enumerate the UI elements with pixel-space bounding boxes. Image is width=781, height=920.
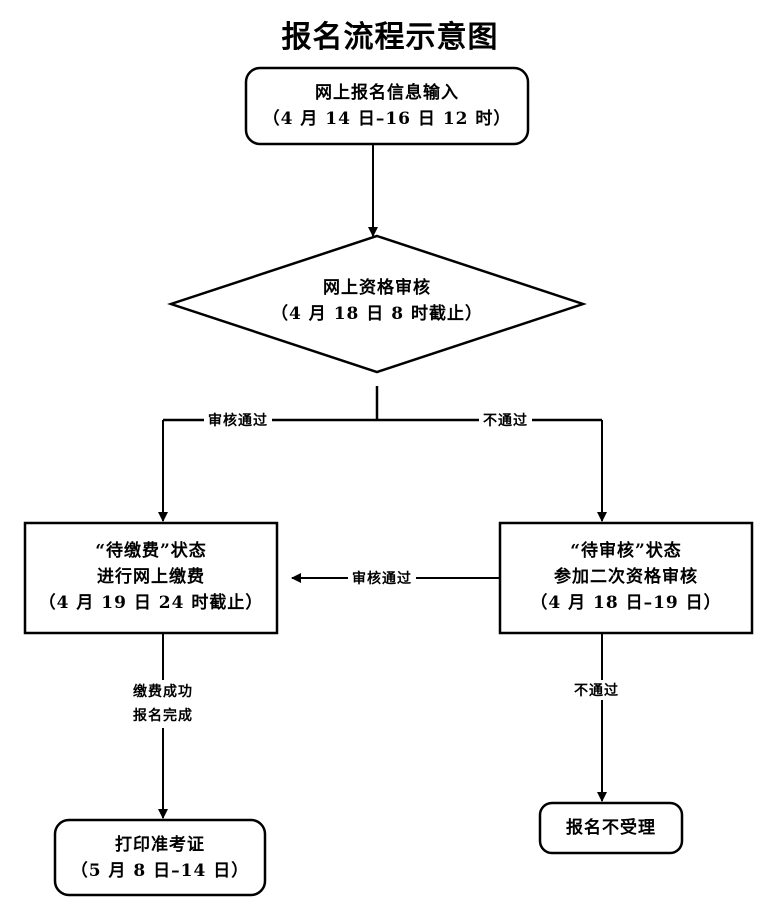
node-print-ticket-text: 打印准考证 （5 月 8 日–14 日） xyxy=(55,832,265,884)
node-pending-payment-box xyxy=(23,521,279,635)
node-pending-payment-text: “待缴费”状态 进行网上缴费 （4 月 19 日 24 时截止） xyxy=(25,538,277,616)
node-pending-review-line-3: （4 月 18 日–19 日） xyxy=(530,593,722,613)
node-print-ticket-box xyxy=(53,818,267,897)
node-online-input-line-2: （4 月 14 日–16 日 12 时） xyxy=(262,109,512,129)
edge-label-second-fail: 不通过 xyxy=(570,680,623,700)
edge-label-review-fail: 不通过 xyxy=(479,410,532,430)
node-online-review-line-1: 网上资格审核 xyxy=(323,278,431,298)
edge-label-payment-done: 缴费成功 报名完成 xyxy=(118,680,208,728)
node-rejected-box xyxy=(538,801,684,855)
node-pending-review-text: “待审核”状态 参加二次资格审核 （4 月 18 日–19 日） xyxy=(500,538,752,616)
node-online-review-diamond xyxy=(167,234,587,374)
edge-label-review-pass: 审核通过 xyxy=(204,410,272,430)
node-rejected-text: 报名不受理 xyxy=(540,815,682,841)
node-pending-review-line-2: 参加二次资格审核 xyxy=(554,567,698,587)
node-print-ticket-line-1: 打印准考证 xyxy=(115,835,205,855)
edge-label-second-pass: 审核通过 xyxy=(348,568,416,588)
node-online-review-text: 网上资格审核 （4 月 18 日 8 时截止） xyxy=(247,275,507,327)
diagram-title: 报名流程示意图 xyxy=(281,20,499,55)
node-online-input-line-1: 网上报名信息输入 xyxy=(315,83,459,103)
node-pending-review-line-1: “待审核”状态 xyxy=(570,541,682,561)
edge-label-payment-done-line-2: 报名完成 xyxy=(133,708,193,724)
node-pending-payment-line-2: 进行网上缴费 xyxy=(97,567,205,587)
edge-label-payment-done-line-1: 缴费成功 xyxy=(133,684,193,700)
node-pending-payment-line-3: （4 月 19 日 24 时截止） xyxy=(38,593,264,613)
node-online-input-text: 网上报名信息输入 （4 月 14 日–16 日 12 时） xyxy=(246,80,528,132)
node-online-input-box xyxy=(244,66,530,146)
node-pending-payment-line-1: “待缴费”状态 xyxy=(95,541,207,561)
node-rejected-line-1: 报名不受理 xyxy=(566,818,656,838)
node-print-ticket-line-2: （5 月 8 日–14 日） xyxy=(70,861,250,881)
node-online-review-line-2: （4 月 18 日 8 时截止） xyxy=(271,304,483,324)
